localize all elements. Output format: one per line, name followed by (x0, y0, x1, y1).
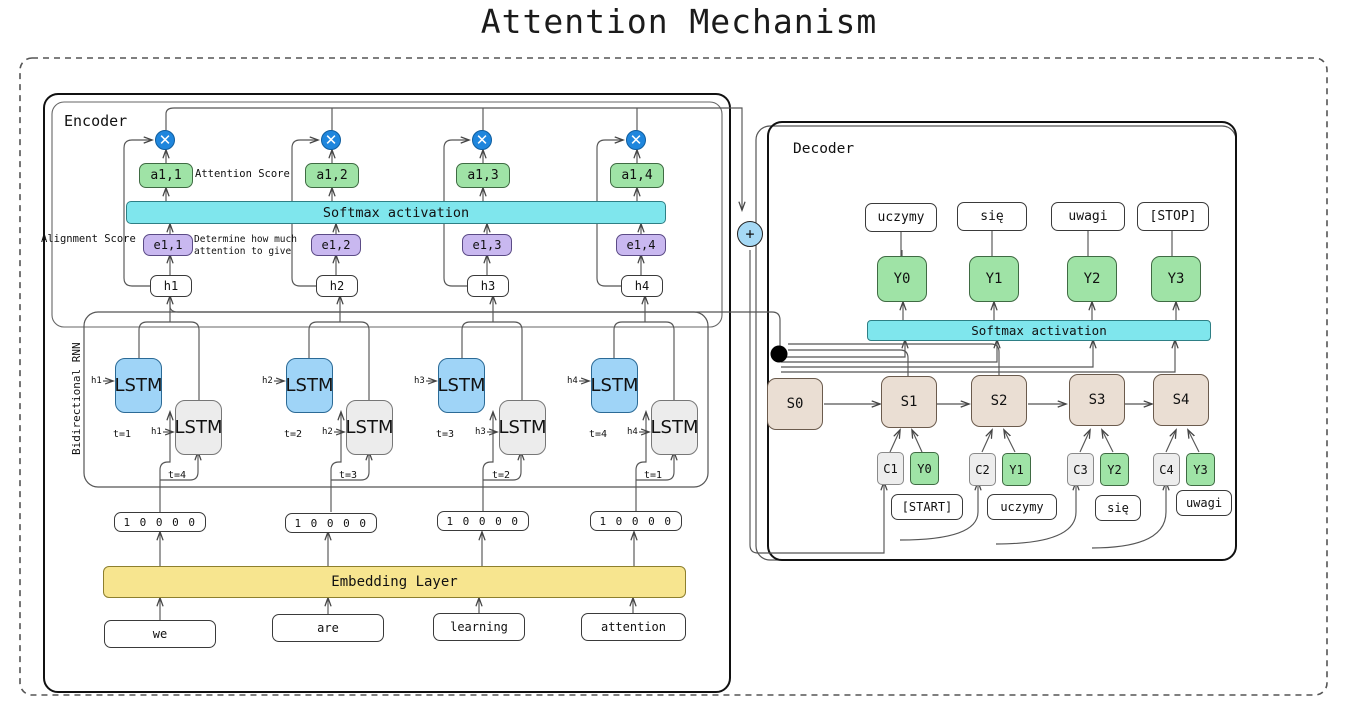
attention-score-label: Attention Score (195, 168, 290, 180)
embedding-layer-bar: Embedding Layer (103, 566, 686, 598)
timestep-forward-4: t=4 (589, 429, 608, 440)
decoder-context-4: C4 (1153, 453, 1180, 486)
lstm-forward-input-label-3: h3 (414, 376, 425, 386)
alignment-score-box-1: e1,1 (143, 234, 193, 256)
timestep-backward-3: t=2 (492, 470, 511, 481)
lstm-backward-2: LSTM (346, 400, 394, 455)
decoder-state-0: S0 (767, 378, 823, 430)
onehot-vector-3: 1 0 0 0 0 (437, 511, 529, 531)
decoder-output-word-2: się (957, 202, 1027, 231)
decoder-y-input-1: Y0 (910, 452, 939, 485)
alignment-score-box-2: e1,2 (311, 234, 361, 256)
determine-note: Determine how much attention to give (194, 234, 297, 257)
decoder-context-3: C3 (1067, 453, 1094, 486)
timestep-forward-2: t=2 (284, 429, 303, 440)
decoder-output-word-3: uwagi (1051, 202, 1125, 231)
page-title: Attention Mechanism (480, 2, 878, 41)
multiply-node-3: ✕ (472, 130, 492, 150)
multiply-node-4: ✕ (626, 130, 646, 150)
lstm-forward-2: LSTM (286, 358, 334, 413)
onehot-vector-4: 1 0 0 0 0 (590, 511, 682, 531)
decoder-softmax-bar: Softmax activation (867, 320, 1211, 341)
attention-score-box-3: a1,3 (456, 163, 510, 188)
bidirectional-rnn-label: Bidirectional RNN (70, 342, 83, 455)
lstm-forward-1: LSTM (115, 358, 163, 413)
alignment-score-label: Alignment Score (41, 233, 136, 245)
lstm-forward-input-label-1: h1 (91, 376, 102, 386)
decoder-y-node-1: Y0 (877, 256, 927, 302)
onehot-vector-2: 1 0 0 0 0 (285, 513, 377, 533)
decoder-y-node-4: Y3 (1151, 256, 1201, 302)
timestep-backward-1: t=4 (168, 470, 187, 481)
lstm-backward-4: LSTM (651, 400, 699, 455)
input-word-4: attention (581, 613, 686, 641)
lstm-backward-input-label-4: h4 (627, 427, 638, 437)
decoder-y-input-4: Y3 (1186, 453, 1215, 486)
input-word-2: are (272, 614, 384, 642)
hidden-state-box-3: h3 (467, 275, 509, 297)
input-word-1: we (104, 620, 216, 648)
decoder-label: Decoder (793, 141, 855, 157)
lstm-forward-4: LSTM (591, 358, 639, 413)
decoder-output-word-4: [STOP] (1137, 202, 1209, 231)
decoder-state-4: S4 (1153, 374, 1209, 426)
decoder-word-input-3: się (1095, 495, 1141, 521)
decoder-context-2: C2 (969, 453, 996, 486)
decoder-y-input-2: Y1 (1002, 453, 1031, 486)
timestep-forward-3: t=3 (436, 429, 455, 440)
lstm-backward-input-label-2: h2 (322, 427, 333, 437)
hidden-state-box-1: h1 (150, 275, 192, 297)
decoder-y-node-3: Y2 (1067, 256, 1117, 302)
onehot-vector-1: 1 0 0 0 0 (114, 512, 206, 532)
multiply-node-2: ✕ (321, 130, 341, 150)
lstm-forward-input-label-4: h4 (567, 376, 578, 386)
lstm-backward-1: LSTM (175, 400, 223, 455)
attention-score-box-1: a1,1 (139, 163, 193, 188)
lstm-backward-input-label-3: h3 (475, 427, 486, 437)
decoder-y-input-3: Y2 (1100, 453, 1129, 486)
encoder-softmax-bar: Softmax activation (126, 201, 666, 224)
decoder-output-word-1: uczymy (865, 203, 937, 232)
lstm-backward-3: LSTM (499, 400, 547, 455)
input-word-3: learning (433, 613, 525, 641)
junction-dot (770, 345, 788, 363)
decoder-state-2: S2 (971, 375, 1027, 427)
timestep-backward-4: t=1 (644, 470, 663, 481)
alignment-score-box-3: e1,3 (462, 234, 512, 256)
decoder-context-1: C1 (877, 452, 904, 485)
decoder-state-3: S3 (1069, 374, 1125, 426)
decoder-word-input-4: uwagi (1176, 490, 1232, 516)
lstm-backward-input-label-1: h1 (151, 427, 162, 437)
encoder-label: Encoder (64, 112, 128, 130)
decoder-word-input-2: uczymy (987, 494, 1057, 520)
multiply-node-1: ✕ (155, 130, 175, 150)
alignment-score-box-4: e1,4 (616, 234, 666, 256)
hidden-state-box-4: h4 (621, 275, 663, 297)
sum-node: + (737, 221, 763, 247)
lstm-forward-input-label-2: h2 (262, 376, 273, 386)
attention-score-box-4: a1,4 (610, 163, 664, 188)
timestep-backward-2: t=3 (339, 470, 358, 481)
attention-score-box-2: a1,2 (305, 163, 359, 188)
lstm-forward-3: LSTM (438, 358, 486, 413)
decoder-y-node-2: Y1 (969, 256, 1019, 302)
decoder-state-1: S1 (881, 376, 937, 428)
timestep-forward-1: t=1 (113, 429, 132, 440)
decoder-word-input-1: [START] (891, 494, 963, 520)
hidden-state-box-2: h2 (316, 275, 358, 297)
